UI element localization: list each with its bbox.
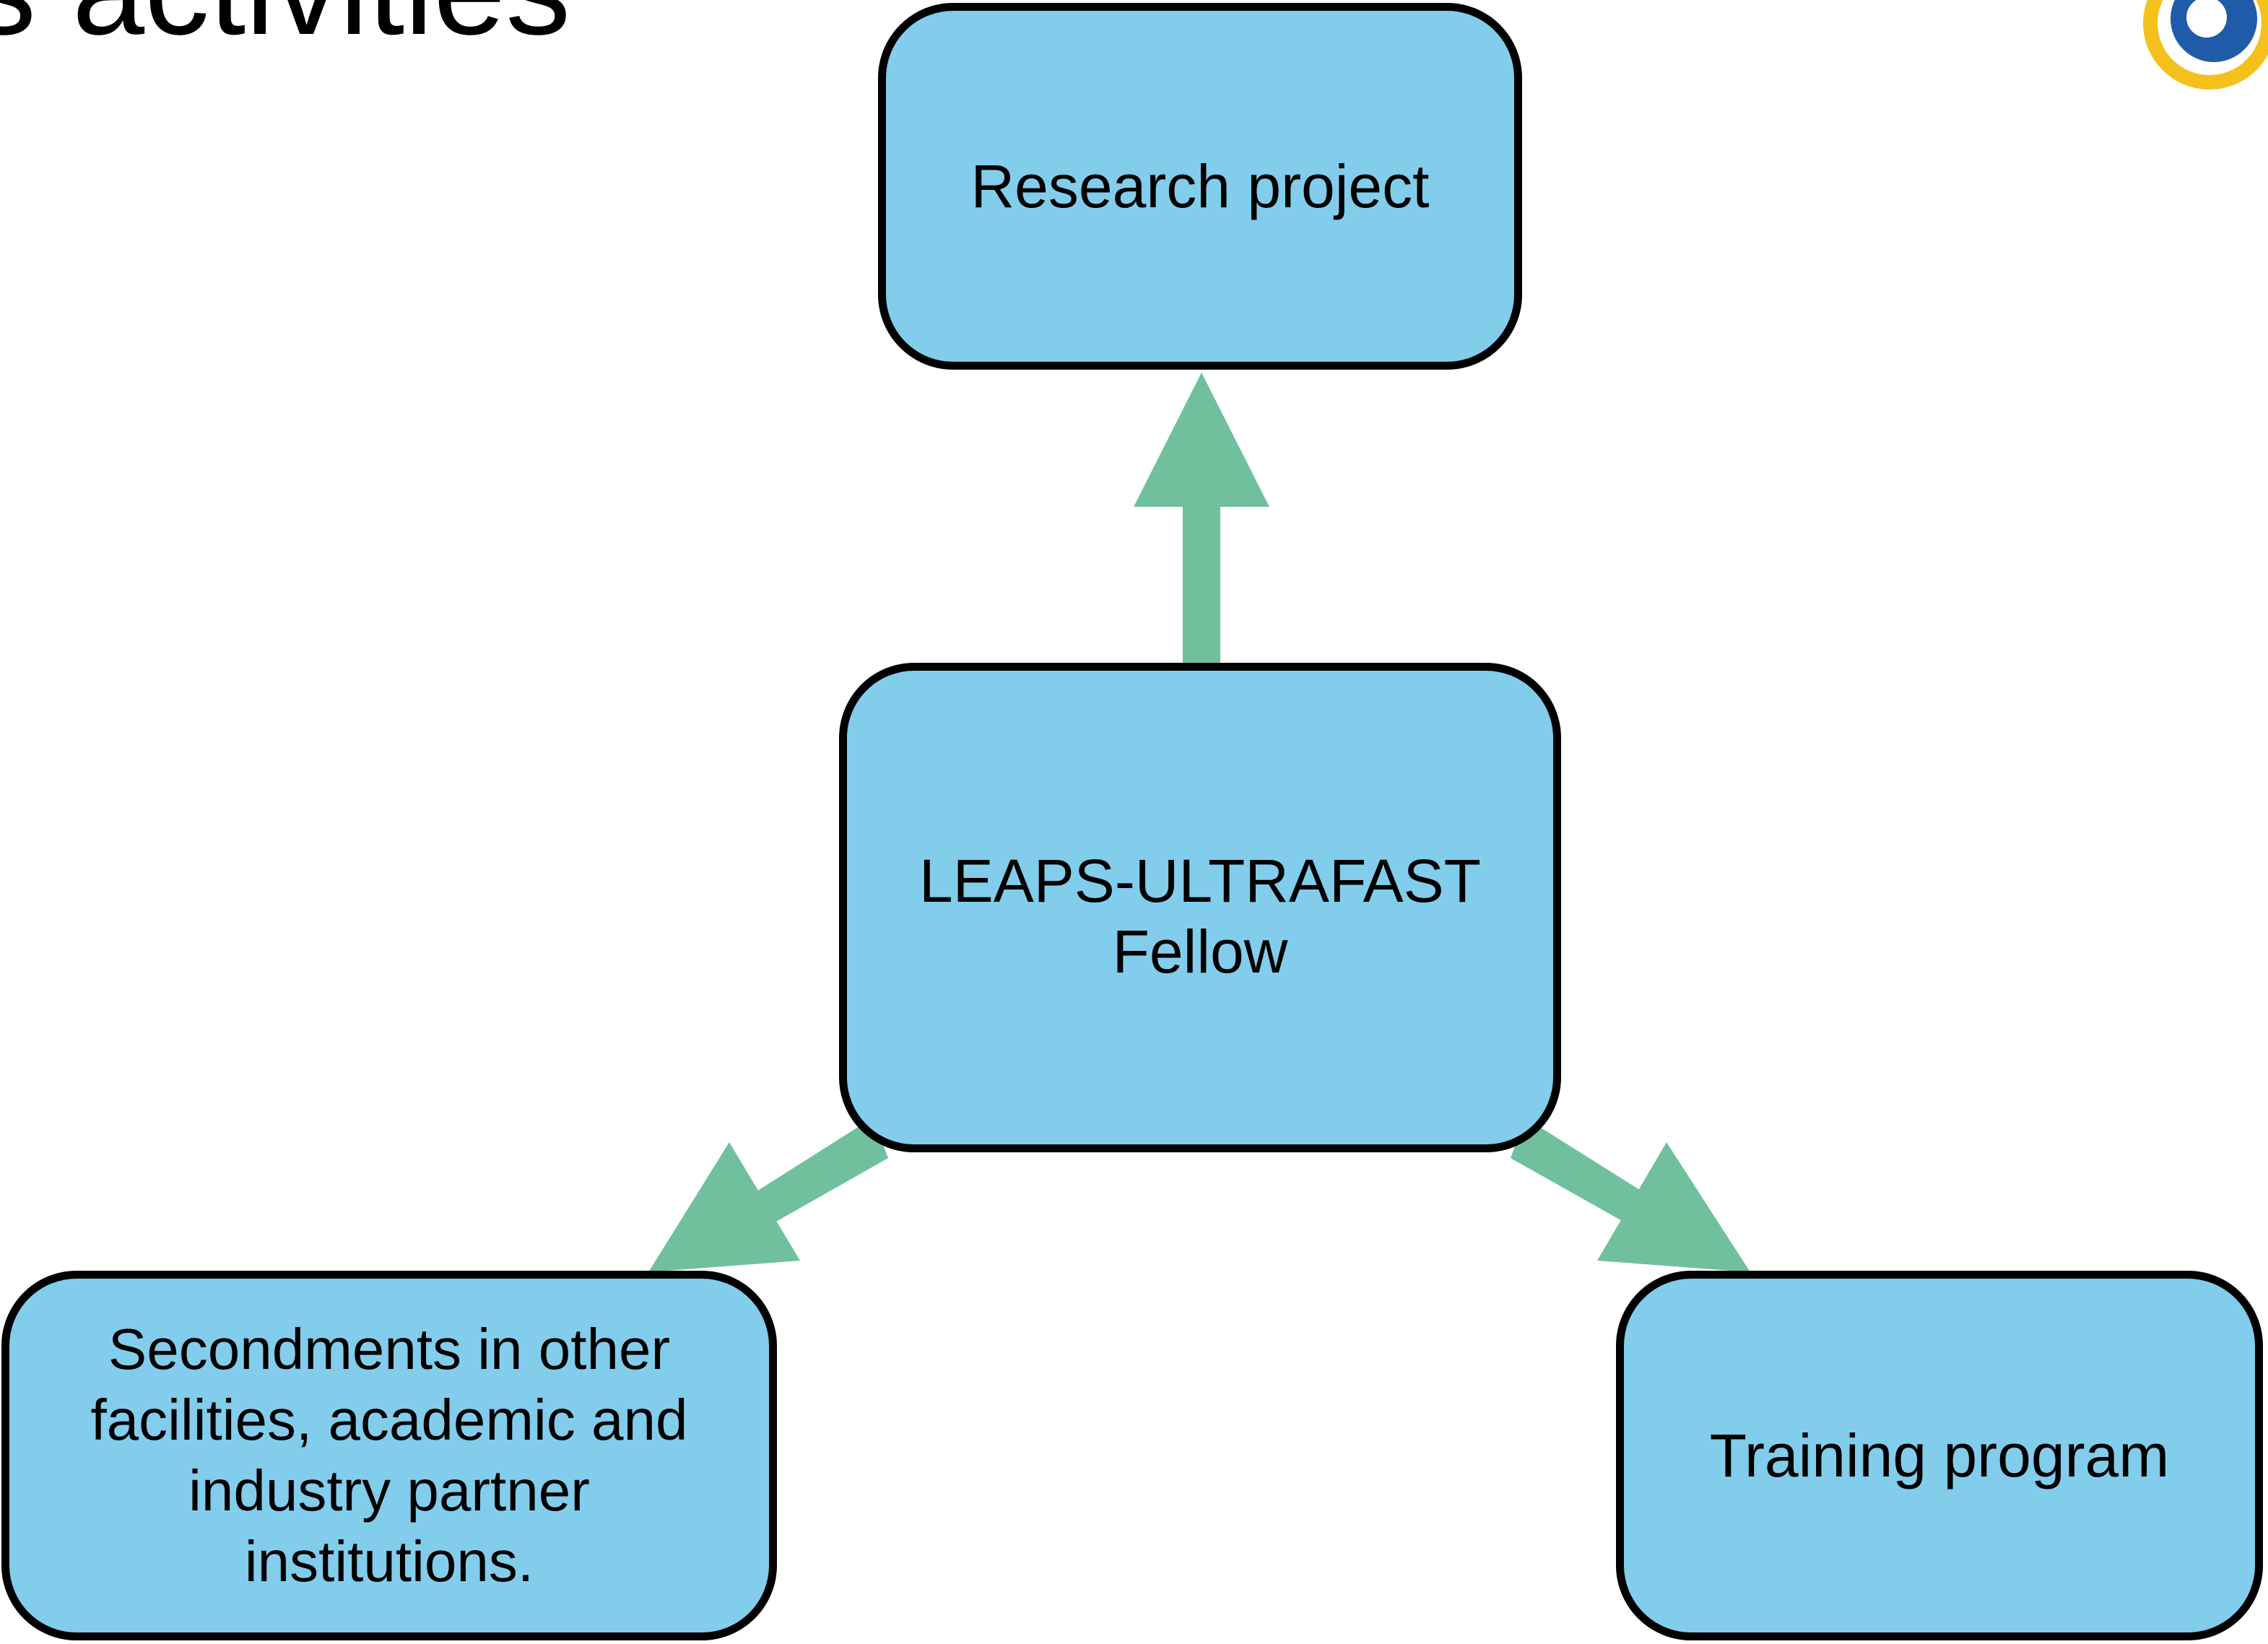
fellow-label: LEAPS-ULTRAFAST Fellow [919, 847, 1481, 986]
secondments-label: Secondments in other facilities, academi… [90, 1317, 688, 1593]
training-program-box: Training program [1616, 1271, 2263, 1640]
leaps-ultrafast-fellow-box: LEAPS-ULTRAFAST Fellow [839, 663, 1561, 1152]
arrow-fellow-to-secondments [648, 1118, 888, 1272]
training-program-label: Training program [1709, 1422, 2170, 1489]
organization-logo-icon [2143, 0, 2268, 90]
research-project-box: Research project [878, 3, 1522, 370]
arrow-fellow-to-training [1511, 1118, 1750, 1272]
arrow-fellow-to-research [1134, 373, 1269, 666]
slide-title: s activities [0, 0, 570, 55]
research-project-label: Research project [970, 152, 1430, 220]
secondments-box: Secondments in other facilities, academi… [1, 1271, 777, 1640]
